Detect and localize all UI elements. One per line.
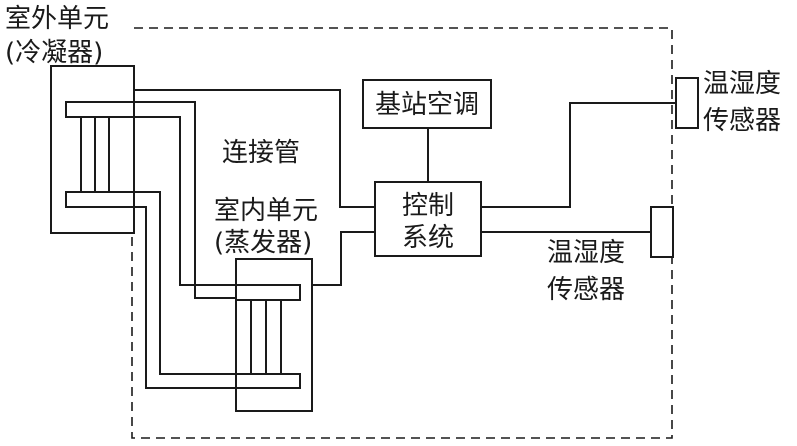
control-system-label-line2: 系统 bbox=[402, 223, 454, 253]
wire-indoor-to-control bbox=[312, 231, 375, 286]
signal-wires bbox=[134, 89, 676, 286]
sensor-bottom-box bbox=[650, 206, 674, 258]
base-station-ac: 基站空调 bbox=[362, 79, 492, 129]
outdoor-header-bottom bbox=[65, 191, 135, 208]
pipe-top-inner bbox=[134, 116, 236, 286]
sensor-top-label-line1: 温湿度 bbox=[703, 69, 781, 99]
connecting-pipes bbox=[134, 101, 236, 389]
sensor-top: 温湿度 传感器 bbox=[675, 69, 781, 136]
pipe-bottom-inner bbox=[134, 206, 236, 389]
sensor-bottom-label-line2: 传感器 bbox=[547, 275, 625, 305]
outdoor-unit-label-line2: (冷凝器) bbox=[5, 38, 103, 68]
sensor-bottom: 温湿度 传感器 bbox=[547, 206, 674, 305]
base-station-ac-label: 基站空调 bbox=[375, 90, 479, 120]
control-system-box bbox=[374, 181, 482, 257]
indoor-unit-label-line2: (蒸发器) bbox=[214, 228, 312, 258]
pipe-bottom-outer bbox=[134, 191, 236, 375]
indoor-unit-label-line1: 室内单元 bbox=[214, 196, 318, 226]
wire-control-to-top-sensor bbox=[481, 102, 676, 208]
indoor-header-top bbox=[235, 284, 301, 301]
pipe-top-outer bbox=[134, 101, 236, 299]
outdoor-header-top bbox=[65, 101, 135, 118]
sensor-top-label-line2: 传感器 bbox=[703, 106, 781, 136]
sensor-bottom-label-line1: 温湿度 bbox=[547, 238, 625, 268]
indoor-unit-evaporator bbox=[235, 258, 313, 412]
wire-outdoor-to-control bbox=[134, 89, 375, 208]
control-system: 控制 系统 bbox=[374, 181, 482, 257]
outdoor-unit-condenser bbox=[50, 65, 135, 234]
sensor-top-box bbox=[675, 77, 699, 129]
system-boundary bbox=[131, 27, 673, 439]
control-system-label-line1: 控制 bbox=[402, 191, 454, 221]
connecting-pipe-label: 连接管 bbox=[222, 138, 300, 168]
indoor-header-bottom bbox=[235, 373, 301, 389]
outdoor-unit-label-line1: 室外单元 bbox=[5, 4, 109, 34]
